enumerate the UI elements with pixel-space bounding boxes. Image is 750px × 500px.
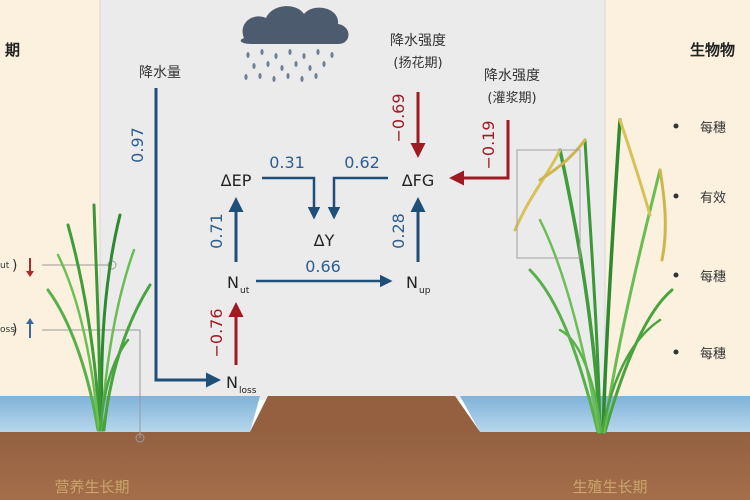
svg-text:): ) — [12, 258, 17, 274]
precip-amount-label: 降水量 — [139, 65, 181, 81]
center-panel-bg — [100, 0, 605, 400]
arrow-ep-to-y — [262, 176, 321, 220]
node-n-up: N up — [406, 273, 431, 296]
svg-text:up: up — [419, 286, 431, 296]
coef-filling-to-fg: −0.19 — [479, 120, 498, 169]
coef-fg-to-y: 0.62 — [344, 153, 380, 172]
rain-cloud-icon — [240, 6, 349, 82]
left-item-1: ut ) — [0, 258, 34, 277]
node-delta-y: ΔY — [314, 231, 335, 250]
coef-ep-to-y: 0.31 — [269, 153, 305, 172]
water-left — [0, 396, 260, 432]
coef-nut-to-ep: 0.71 — [207, 213, 226, 249]
soil — [0, 396, 750, 500]
left-item-2: oss ) — [0, 318, 34, 338]
coef-nup-to-fg: 0.28 — [389, 213, 408, 249]
left-title-fragment: 期 — [5, 41, 20, 59]
precip-filling-label-2: (灌浆期) — [487, 91, 536, 106]
node-delta-ep: ΔEP — [221, 171, 252, 190]
right-panel-bg — [605, 0, 750, 400]
right-title-fragment: 生物物 — [690, 41, 735, 59]
svg-text:ut: ut — [240, 286, 250, 296]
right-bullet-1: 每穗 — [700, 120, 726, 136]
right-bullet-list: 每穗 有效 每穗 每穗 — [673, 120, 726, 362]
arrow-filling-to-fg — [449, 120, 510, 186]
precip-filling-label-1: 降水强度 — [484, 68, 540, 84]
coef-flowering-to-fg: −0.69 — [389, 93, 408, 142]
arrow-precip-to-nloss — [154, 88, 221, 388]
svg-text:oss: oss — [0, 325, 15, 335]
coef-precip-to-nloss: 0.97 — [128, 127, 147, 163]
precip-flowering-label-2: (扬花期) — [393, 55, 442, 71]
node-n-ut: N ut — [227, 273, 250, 296]
svg-text:loss: loss — [239, 386, 257, 396]
coef-nloss-to-nut: −0.76 — [207, 308, 226, 357]
arrow-fg-to-y — [327, 176, 388, 220]
rice-plant-right — [513, 118, 674, 434]
precip-flowering-label-1: 降水强度 — [390, 33, 446, 49]
node-n-loss: N loss — [226, 373, 257, 396]
svg-text:N: N — [226, 373, 238, 392]
panicle-callout-box — [516, 149, 581, 259]
soil-ridge — [250, 396, 480, 432]
right-bullet-2: 有效 — [700, 191, 726, 206]
right-bullet-4: 每穗 — [700, 346, 726, 362]
node-delta-fg: ΔFG — [402, 171, 435, 190]
svg-text:N: N — [406, 273, 418, 292]
rice-seedling-left — [46, 203, 152, 432]
right-bullet-3: 每穗 — [700, 269, 726, 285]
svg-text:N: N — [227, 273, 239, 292]
reproductive-stage-label: 生殖生长期 — [572, 478, 647, 496]
coef-nut-to-nup: 0.66 — [305, 257, 341, 276]
svg-text:ut: ut — [0, 261, 10, 271]
vegetative-stage-label: 营养生长期 — [54, 478, 129, 496]
svg-text:): ) — [12, 322, 17, 338]
